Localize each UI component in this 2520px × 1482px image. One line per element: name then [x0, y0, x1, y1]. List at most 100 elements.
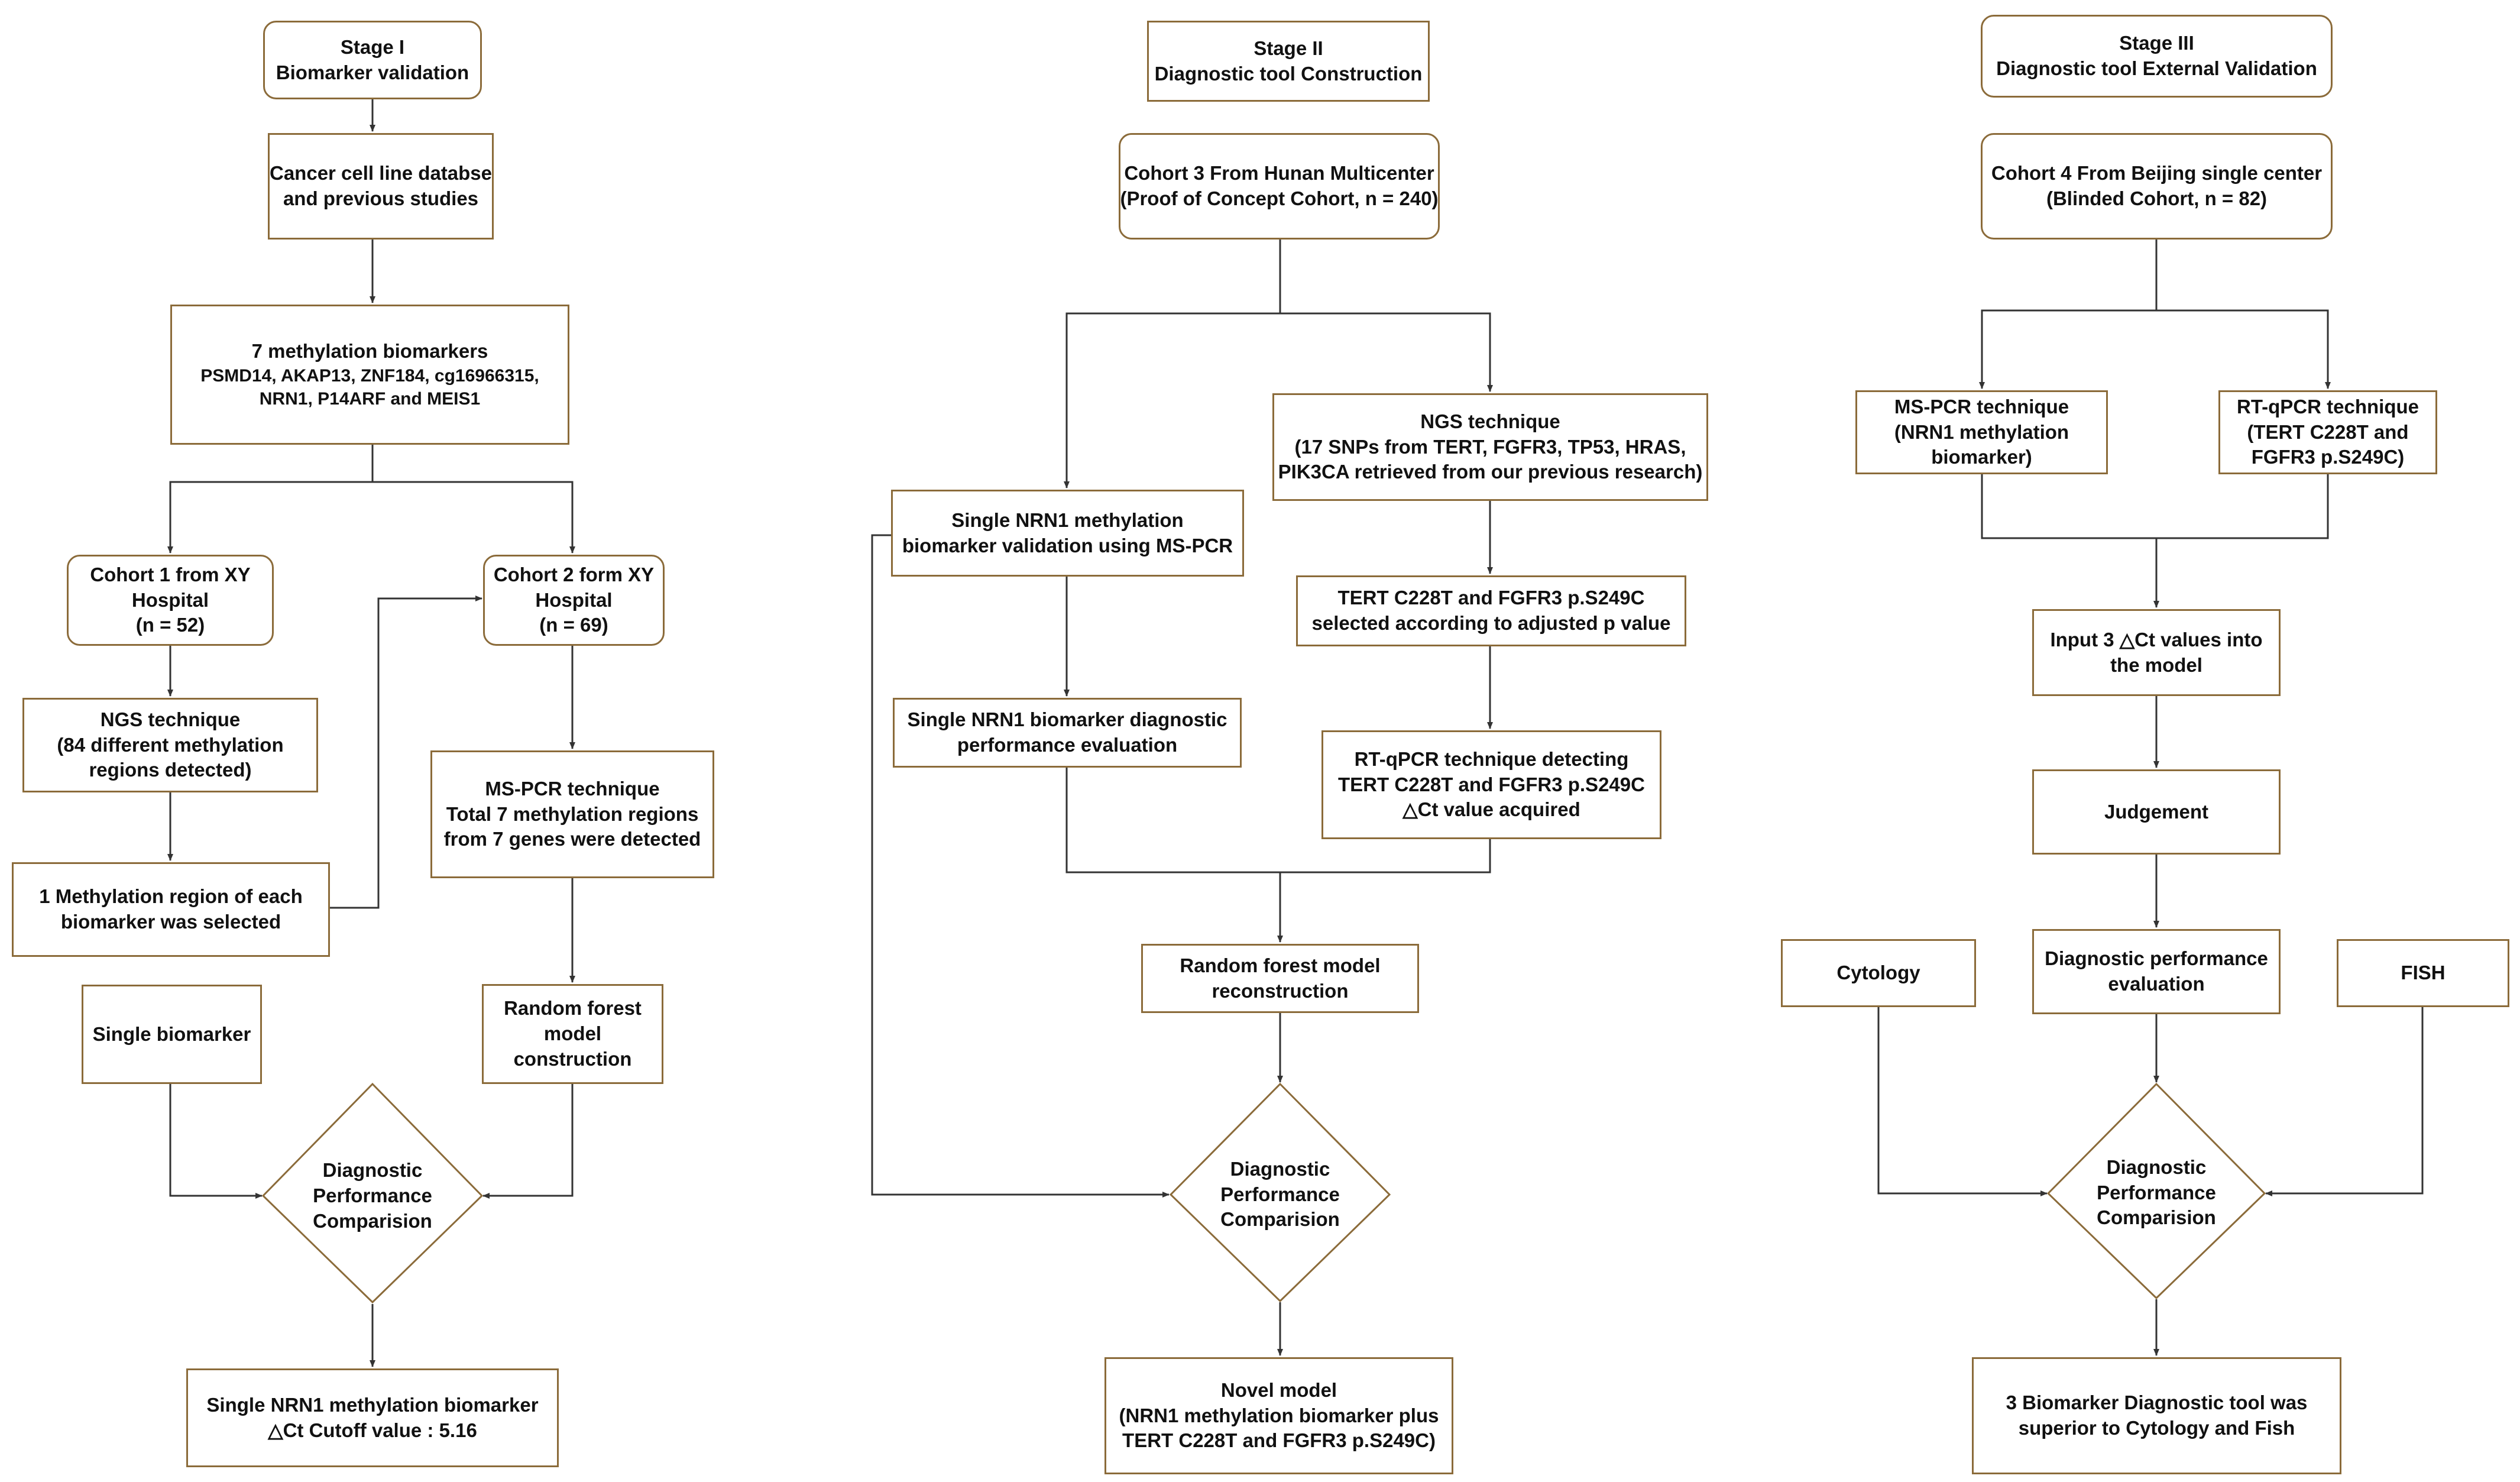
stage1-result-box: Single NRN1 methylation biomarker △Ct Cu… [186, 1368, 559, 1467]
box-line: (Blinded Cohort, n = 82) [2046, 187, 2268, 209]
box-line: Hospital [131, 588, 209, 611]
box-line: Single NRN1 methylation biomarker [206, 1393, 539, 1416]
decision-line: Performance [1220, 1183, 1340, 1205]
stage2-rtqpcr-box: RT-qPCR technique detecting TERT C228T a… [1321, 730, 1661, 839]
box-line: Single NRN1 methylation [951, 509, 1184, 531]
wire-s2-merge [1065, 768, 1491, 873]
box-line: Cohort 1 from XY [90, 563, 251, 585]
box-line: RT-qPCR technique [2236, 395, 2419, 418]
wire-s3-split-right [2156, 309, 2331, 389]
box-line: MS-PCR technique [485, 777, 660, 800]
box-line: Cancer cell line databse [270, 162, 493, 185]
box-line: △Ct value acquired [1402, 798, 1580, 821]
box-line: 3 Biomarker Diagnostic tool was [2006, 1392, 2308, 1414]
box-line: regions detected) [89, 759, 252, 781]
stage2-decision-label: Diagnostic Performance Comparision [1191, 1138, 1369, 1251]
box-line: NGS technique [100, 708, 241, 730]
stage1-region-box: 1 Methylation region of each biomarker w… [12, 862, 330, 957]
stage2-header: Stage II Diagnostic tool Construction [1147, 21, 1430, 102]
stage1-cohort2-box: Cohort 2 form XY Hospital (n = 69) [483, 555, 665, 646]
box-line: model [543, 1022, 602, 1045]
stage3-fish-box: FISH [2337, 939, 2509, 1007]
box-line: Single NRN1 biomarker diagnostic [907, 708, 1227, 731]
box-line: biomarker validation using MS-PCR [902, 534, 1233, 556]
box-line: FISH [2401, 962, 2445, 984]
decision-line: Diagnostic [2106, 1156, 2207, 1178]
box-line: Cohort 2 form XY [493, 563, 655, 585]
wire-s2-validation-bypass [871, 534, 1170, 1198]
wire-s3-fish-to-decision [2265, 1007, 2424, 1196]
box-line: RT-qPCR technique detecting [1354, 748, 1629, 770]
box-line: Random forest model [1180, 954, 1381, 976]
stage1-rf-box: Random forest model construction [482, 984, 663, 1084]
decision-line: Performance [313, 1185, 432, 1207]
box-line: Random forest [504, 997, 642, 1020]
stage3-mspcr-box: MS-PCR technique (NRN1 methylation bioma… [1855, 390, 2108, 474]
stage2-validation-box: Single NRN1 methylation biomarker valida… [891, 490, 1244, 577]
decision-diamond-stage3 [2046, 1082, 2266, 1300]
decision-line: Diagnostic [1230, 1157, 1330, 1180]
wire-s1-split [167, 445, 374, 554]
box-line: TERT C228T and FGFR3 p.S249C [1338, 773, 1645, 795]
box-line: performance evaluation [957, 734, 1178, 756]
stage2-result-box: Novel model (NRN1 methylation biomarker … [1104, 1357, 1453, 1474]
box-line: and previous studies [283, 187, 479, 209]
stage2-single-eval-box: Single NRN1 biomarker diagnostic perform… [893, 698, 1242, 768]
box-line: selected according to adjusted p value [1311, 612, 1671, 634]
stage1-biomarkers-box: 7 methylation biomarkers PSMD14, AKAP13,… [170, 305, 569, 445]
stage1-ngs-box: NGS technique (84 different methylation … [22, 698, 318, 792]
decision-line: Diagnostic [322, 1159, 423, 1182]
stage-subtitle: Diagnostic tool External Validation [1996, 57, 2317, 79]
box-line: (TERT C228T and [2247, 420, 2409, 443]
box-line: (17 SNPs from TERT, FGFR3, TP53, HRAS, [1294, 435, 1686, 458]
stage3-input-box: Input 3 △Ct values into the model [2032, 609, 2281, 696]
wire-s3-cytology-to-decision [1877, 1007, 2048, 1196]
box-line: △Ct Cutoff value : 5.16 [268, 1419, 477, 1441]
box-line: (NRN1 methylation [1894, 420, 2069, 443]
stage-title: Stage III [2119, 32, 2194, 54]
stage-title: Stage I [340, 35, 405, 58]
stage2-selected-box: TERT C228T and FGFR3 p.S249C selected ac… [1296, 575, 1686, 646]
stage3-result-box: 3 Biomarker Diagnostic tool was superior… [1972, 1357, 2341, 1474]
box-line: 7 methylation biomarkers [251, 340, 488, 363]
decision-diamond-stage2 [1169, 1082, 1391, 1303]
box-line: NGS technique [1420, 410, 1560, 432]
decision-diamond-stage1 [261, 1082, 484, 1304]
box-line: reconstruction [1212, 979, 1349, 1002]
stage1-decision-label: Diagnostic Performance Comparision [284, 1141, 461, 1251]
box-line: PIK3CA retrieved from our previous resea… [1278, 461, 1703, 483]
box-line: 1 Methylation region of each [39, 885, 303, 908]
stage3-cytology-box: Cytology [1781, 939, 1976, 1007]
box-line: Hospital [535, 588, 613, 611]
wire-s2-split-left [1064, 312, 1280, 488]
wire-s3-merge [1981, 474, 2329, 539]
wire-s1-split-right [373, 481, 575, 554]
stage3-rtqpcr-box: RT-qPCR technique (TERT C228T and FGFR3 … [2218, 390, 2437, 474]
box-line: (84 different methylation [57, 733, 284, 756]
stage1-source-box: Cancer cell line databse and previous st… [268, 133, 494, 240]
box-line: TERT C228T and FGFR3 p.S249C) [1122, 1429, 1436, 1452]
stage2-rf-box: Random forest model reconstruction [1141, 944, 1419, 1013]
box-line: Diagnostic performance [2045, 947, 2268, 970]
box-line: (n = 52) [135, 614, 205, 636]
stage2-cohort3-box: Cohort 3 From Hunan Multicenter (Proof o… [1119, 133, 1440, 240]
stage3-decision-label: Diagnostic Performance Comparision [2068, 1137, 2245, 1249]
box-line: MS-PCR technique [1894, 395, 2069, 418]
box-line: biomarker was selected [60, 911, 281, 933]
box-line: Cytology [1836, 962, 1920, 984]
wire-s1-rf-to-decision [482, 1084, 574, 1199]
box-line: (n = 69) [539, 614, 608, 636]
stage-title: Stage II [1253, 37, 1323, 59]
box-line: evaluation [2108, 973, 2205, 995]
box-line: Cohort 4 From Beijing single center [1991, 162, 2323, 185]
box-line: (Proof of Concept Cohort, n = 240) [1120, 187, 1439, 209]
box-line: TERT C228T and FGFR3 p.S249C [1337, 587, 1645, 609]
decision-line: Comparision [313, 1209, 432, 1232]
box-line: superior to Cytology and Fish [2018, 1417, 2295, 1439]
box-line: Judgement [2104, 800, 2209, 823]
box-line: construction [513, 1047, 632, 1070]
decision-line: Performance [2097, 1181, 2216, 1203]
stage-subtitle: Diagnostic tool Construction [1154, 62, 1423, 85]
wire-s1-region-to-cohort2 [330, 596, 482, 909]
